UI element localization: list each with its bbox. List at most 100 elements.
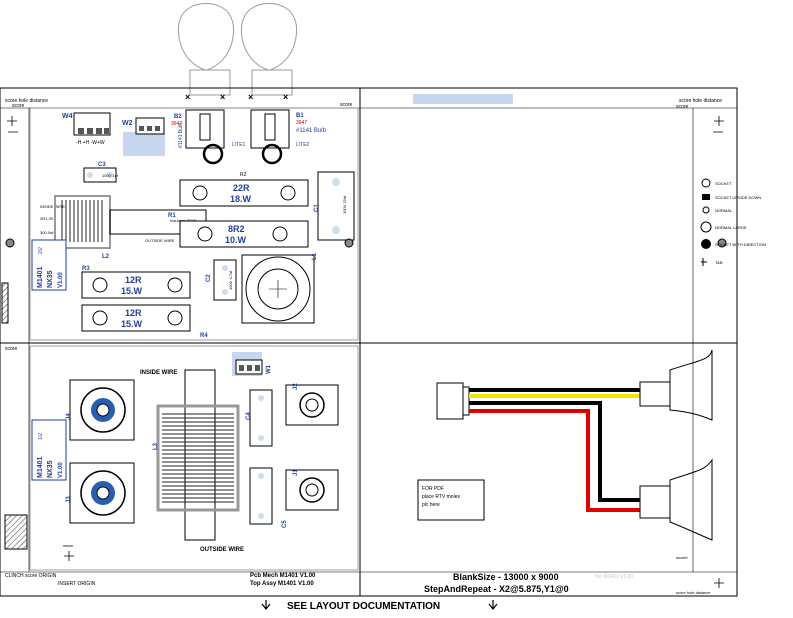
down-arrow-icon [261,600,271,610]
svg-text:FOR PDF: FOR PDF [422,486,444,492]
w2-connector: W2 3N3 [122,117,165,156]
bulb-b1-glass [240,3,298,96]
r1-resistor: R1 8R2 10.W [168,213,309,248]
tooling-hole-right [717,238,727,248]
bottom-left-board [29,345,359,571]
svg-text:3647: 3647 [171,121,182,127]
bulb-b1-socket: B1 3647 #1141 Bulb LITE2 × × [248,92,327,165]
svg-text:R1: R1 [168,213,176,219]
j1-jack: J1 [285,469,339,511]
pcb-mech-label: Pcb Mech M1401 V1.00 [250,573,316,579]
legend-normal-large: NORMAL LARGE [715,225,747,230]
r4-resistor: 12R 15.W R4 [81,304,208,339]
l3-inductor: L3 [153,369,240,541]
svg-text:C1: C1 [314,204,320,212]
board-id-bottom: M1401 NX35 V1.00 1/2 [31,419,67,481]
svg-text:2/2: 2/2 [38,247,44,254]
score-hole-bottom-right: score hole distance [676,590,711,595]
see-layout-banner: SEE LAYOUT DOCUMENTATION [261,600,498,612]
svg-text:LITE2: LITE2 [296,142,310,148]
step-repeat-label: StepAndRepeat - X2@5.875,Y1@0 [424,584,569,594]
clinch-origin-label: CLINCH score ORIGIN [5,573,57,579]
svg-text:C2: C2 [206,274,212,282]
title-bar-highlight [413,94,513,104]
svg-text:100V 22uf: 100V 22uf [342,195,347,214]
legend-socket-with-direction: SOCKET WITH DIRECTION [715,242,766,247]
bulb-b2-glass [177,3,235,96]
score-hole-distance-label: score hole distance [5,98,48,104]
svg-text:NX35: NX35 [47,270,54,288]
blank-size-label: BlankSize - 13000 x 9000 [453,572,559,582]
legend-socket: SOCKET [715,181,732,186]
r3-resistor: R3 12R 15.W [81,266,191,299]
score-label-b: score [340,102,352,108]
svg-text:J1: J1 [293,469,299,476]
j3-jack: J3 [66,462,135,524]
svg-text:×: × [283,92,288,102]
svg-text:LITE1: LITE1 [232,142,246,148]
svg-text:C5: C5 [282,520,288,528]
j4-jack: J4 [66,379,135,441]
score-label-right: score [676,104,688,110]
svg-text:L2: L2 [102,254,110,260]
molex-wire-harness [436,349,713,541]
svg-text:3647: 3647 [296,120,307,126]
l2-inductor: INSIDE WIRE 2R1.25 300.0uH Insulator IRO… [40,195,207,260]
svg-text:V1.00: V1.00 [58,462,64,478]
svg-text:NX35: NX35 [47,460,54,478]
corner-marks [7,116,724,588]
w4-connector: W4 -H +H -W+W [62,112,111,146]
hatch-left-top [1,282,9,324]
tooling-hole-mid [344,238,354,248]
svg-text:22R: 22R [233,183,250,193]
legend-tab: TAB [715,260,723,265]
svg-text:C4: C4 [246,412,252,420]
svg-text:1/2: 1/2 [38,433,44,440]
svg-text:12R: 12R [125,275,142,285]
svg-text:#1141 Bulb: #1141 Bulb [296,128,327,134]
pdf-placeholder-note: FOR PDF place RTV molex pic here [417,479,485,521]
svg-text:SEE LAYOUT DOCUMENTATION: SEE LAYOUT DOCUMENTATION [287,601,440,612]
svg-text:-H +H -W+W: -H +H -W+W [76,140,105,146]
symbol-legend: SOCKET SOCKET UPSIDE DOWN NORMAL NORMAL … [700,178,766,266]
top-left-board [29,107,359,341]
down-arrow-icon-right [488,600,498,610]
j2-jack: J2 [285,383,339,426]
svg-text:L1: L1 [312,252,318,260]
svg-text:W2: W2 [122,120,133,127]
c2-capacitor: C2 100V 4.7uf [206,259,237,301]
hatch-left-bottom [4,514,28,550]
socket-label: socket [676,555,688,560]
svg-text:W4: W4 [62,113,73,120]
svg-text:×: × [220,92,225,102]
svg-text:8R2: 8R2 [228,224,245,234]
insert-origin-label: INSERT ORIGIN [58,581,96,587]
svg-text:15.W: 15.W [121,319,143,329]
bulb-b2-socket: B2 3647 LITE1 × × [171,92,246,165]
svg-text:×: × [248,92,253,102]
inside-wire-label: INSIDE WIRE [140,370,177,376]
svg-text:M1401: M1401 [37,266,44,288]
svg-text:OUTSIDE WIRE: OUTSIDE WIRE [145,238,175,243]
svg-text:B1: B1 [296,113,304,119]
svg-text:pic here: pic here [422,502,440,508]
svg-text:place RTV molex: place RTV molex [422,494,460,500]
c4-capacitor: C4 [246,389,273,447]
c3-capacitor: C3 100V 1uf [83,162,119,183]
svg-text:2R1.25: 2R1.25 [40,216,54,221]
svg-text:L3: L3 [153,442,159,450]
svg-text:R3: R3 [82,266,90,272]
legend-normal: NORMAL [715,208,733,213]
svg-text:100V 1uf: 100V 1uf [102,173,119,178]
score-hole-distance-right: score hole distance [679,98,722,104]
score-label-bottom: score [5,346,17,352]
score-label-a: score [12,103,24,109]
svg-text:INSIDE WIRE: INSIDE WIRE [40,204,65,209]
outside-wire-label: OUTSIDE WIRE [200,547,244,553]
svg-text:100V 4.7uf: 100V 4.7uf [228,270,233,290]
r2-resistor: R2 22R 18.W [179,172,309,207]
svg-text:J4: J4 [66,413,72,420]
svg-text:300.0uH: 300.0uH [40,230,55,235]
c5-capacitor: C5 [249,467,288,528]
svg-text:J2: J2 [293,383,299,390]
